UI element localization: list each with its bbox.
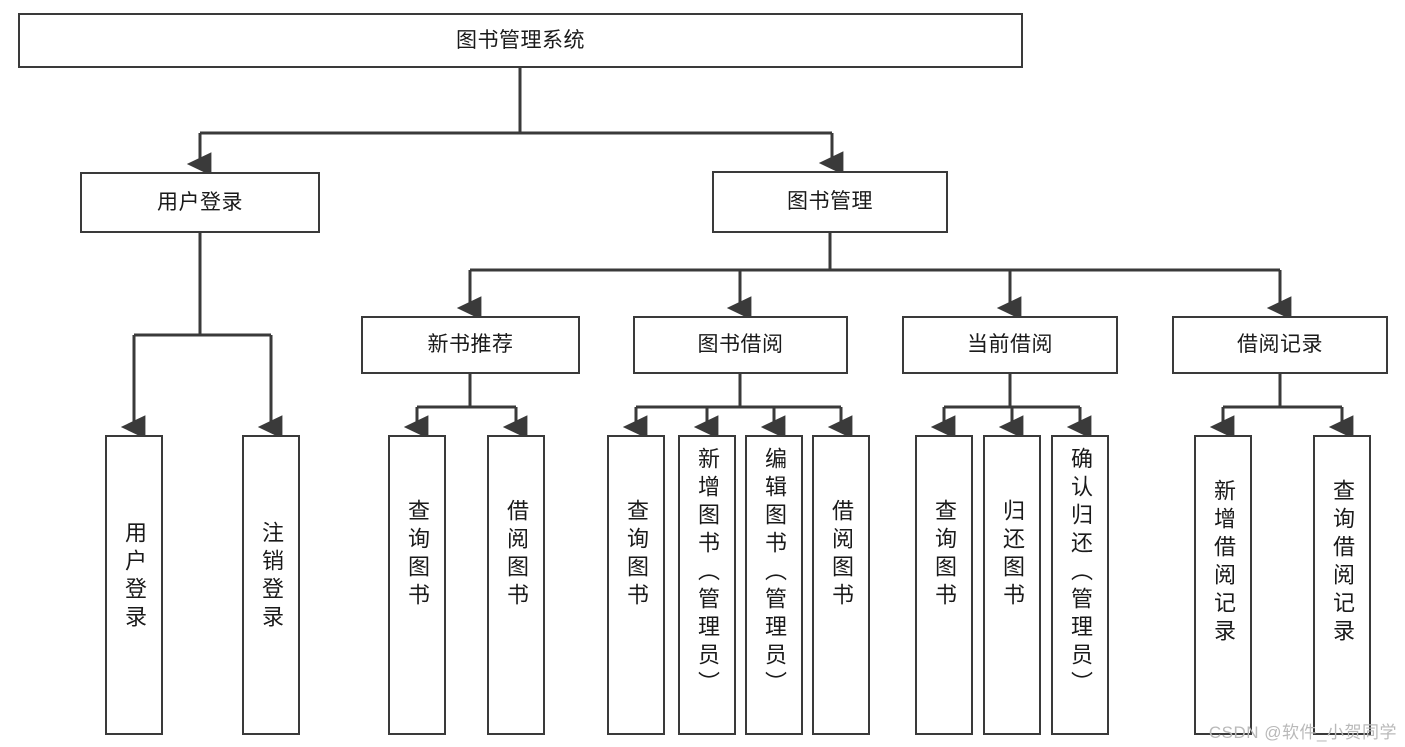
leaf-add-book-admin-label: 新增图书（管理员） <box>695 447 720 699</box>
leaf-query-book-2-label: 查询图书 <box>624 499 649 611</box>
node-borrow-record[interactable]: 借阅记录 <box>1172 316 1388 374</box>
leaf-query-borrow-record[interactable]: 查询借阅记录 <box>1313 435 1371 735</box>
leaf-add-book-admin[interactable]: 新增图书（管理员） <box>678 435 736 735</box>
leaf-confirm-return-admin-label: 确认归还（管理员） <box>1068 447 1093 699</box>
node-book-borrow[interactable]: 图书借阅 <box>633 316 848 374</box>
leaf-borrow-book-2-label: 借阅图书 <box>829 499 854 611</box>
leaf-return-book[interactable]: 归还图书 <box>983 435 1041 735</box>
leaf-query-book-1-label: 查询图书 <box>405 499 430 611</box>
leaf-user-login-label: 用户登录 <box>122 521 147 633</box>
leaf-confirm-return-admin[interactable]: 确认归还（管理员） <box>1051 435 1109 735</box>
node-new-book-recommend[interactable]: 新书推荐 <box>361 316 580 374</box>
node-current-borrow-label: 当前借阅 <box>967 333 1053 357</box>
leaf-query-book-3-label: 查询图书 <box>932 499 957 611</box>
leaf-borrow-book-1-label: 借阅图书 <box>504 499 529 611</box>
leaf-logout[interactable]: 注销登录 <box>242 435 300 735</box>
leaf-return-book-label: 归还图书 <box>1000 499 1025 611</box>
watermark: CSDN @软件_小贺同学 <box>1208 723 1397 742</box>
leaf-edit-book-admin[interactable]: 编辑图书（管理员） <box>745 435 803 735</box>
leaf-borrow-book-1[interactable]: 借阅图书 <box>487 435 545 735</box>
leaf-add-borrow-record-label: 新增借阅记录 <box>1211 479 1236 647</box>
leaf-query-book-3[interactable]: 查询图书 <box>915 435 973 735</box>
node-book-borrow-label: 图书借阅 <box>697 333 784 357</box>
node-user-login-label: 用户登录 <box>157 190 243 214</box>
node-borrow-record-label: 借阅记录 <box>1237 333 1323 357</box>
node-new-book-recommend-label: 新书推荐 <box>427 333 514 357</box>
node-root[interactable]: 图书管理系统 <box>18 13 1023 68</box>
node-book-management-label: 图书管理 <box>787 190 873 214</box>
node-user-login[interactable]: 用户登录 <box>80 172 320 233</box>
leaf-query-book-2[interactable]: 查询图书 <box>607 435 665 735</box>
node-current-borrow[interactable]: 当前借阅 <box>902 316 1118 374</box>
leaf-query-book-1[interactable]: 查询图书 <box>388 435 446 735</box>
leaf-user-login[interactable]: 用户登录 <box>105 435 163 735</box>
leaf-query-borrow-record-label: 查询借阅记录 <box>1330 479 1355 647</box>
leaf-edit-book-admin-label: 编辑图书（管理员） <box>762 447 787 699</box>
node-root-label: 图书管理系统 <box>456 28 585 52</box>
leaf-add-borrow-record[interactable]: 新增借阅记录 <box>1194 435 1252 735</box>
leaf-borrow-book-2[interactable]: 借阅图书 <box>812 435 870 735</box>
node-book-management[interactable]: 图书管理 <box>712 171 948 233</box>
leaf-logout-label: 注销登录 <box>259 521 284 633</box>
